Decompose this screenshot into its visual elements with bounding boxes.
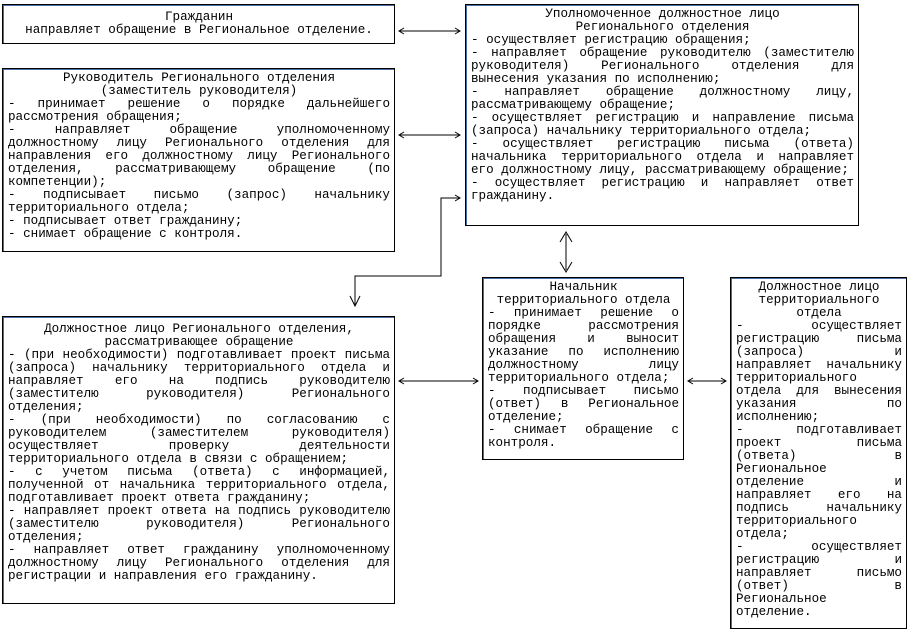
duty-item: - принимает решение о порядке рассмотрен…: [488, 306, 679, 385]
head-box: Руководитель Регионального отделения (за…: [2, 68, 395, 252]
territorial-head-duties: - принимает решение о порядке рассмотрен…: [488, 307, 679, 450]
authorized-officer-title: Уполномоченное должностное лицо Регионал…: [545, 7, 780, 34]
duty-item: - снимает обращение с контроля.: [488, 423, 679, 450]
territorial-officer-box: Должностное лицо территориального отдела…: [730, 277, 907, 629]
duty-item: - осуществляет регистрацию письма (запро…: [736, 319, 902, 424]
duty-item: - снимает обращение с контроля.: [8, 227, 243, 241]
duty-item: - осуществляет регистрацию и направляет …: [736, 540, 902, 619]
arrow-authorized-to-officer: [349, 194, 461, 308]
duty-item: - подписывает письмо (запрос) начальнику…: [8, 188, 390, 215]
reviewing-officer-duties: - (при необходимости) подготавливает про…: [8, 349, 390, 583]
duty-item: - направляет обращение должностному лицу…: [471, 85, 854, 112]
duty-item: - (при необходимости) подготавливает про…: [8, 348, 390, 414]
duty-item: - направляет ответ гражданину уполномоче…: [8, 543, 390, 583]
reviewing-officer-title: Должностное лицо Регионального отделения…: [44, 322, 354, 349]
duty-item: - с учетом письма (ответа) с информацией…: [8, 465, 390, 505]
arrow-officer-territorial-head: [398, 377, 479, 385]
duty-item: - (при необходимости) по согласованию с …: [8, 413, 390, 466]
arrow-head-authorized: [398, 131, 461, 139]
arrow-territorial-head-officer: [687, 377, 727, 385]
arrow-authorized-territorial-head: [559, 231, 573, 273]
duty-item: - осуществляет регистрацию и направление…: [471, 111, 854, 138]
territorial-head-title: Начальник территориального отдела: [496, 280, 671, 307]
citizen-box: Гражданин направляет обращение в Региона…: [2, 4, 395, 44]
duty-item: - осуществляет регистрацию письма (ответ…: [471, 137, 854, 177]
duty-item: - подписывает ответ гражданину;: [8, 214, 243, 228]
reviewing-officer-box: Должностное лицо Регионального отделения…: [2, 316, 395, 604]
duty-item: - направляет обращение уполномоченному д…: [8, 123, 390, 189]
head-duties: - принимает решение о порядке дальнейшег…: [8, 98, 390, 241]
duty-item: - осуществляет регистрацию обращения;: [471, 33, 751, 47]
territorial-officer-title: Должностное лицо территориального отдела: [758, 280, 880, 320]
authorized-officer-box: Уполномоченное должностное лицо Регионал…: [465, 4, 859, 226]
duty-item: - направляет проект ответа на подпись ру…: [8, 504, 390, 544]
duty-item: - направляет обращение руководителю (зам…: [471, 46, 854, 86]
duty-item: - принимает решение о порядке дальнейшег…: [8, 97, 390, 124]
arrow-citizen-authorized: [398, 27, 461, 35]
head-title: Руководитель Регионального отделения (за…: [62, 71, 336, 98]
territorial-officer-duties: - осуществляет регистрацию письма (запро…: [736, 320, 902, 619]
citizen-title: Гражданин направляет обращение в Региона…: [25, 10, 373, 37]
duty-item: - подготавливает проект письма (ответа) …: [736, 423, 902, 541]
territorial-head-box: Начальник территориального отдела - прин…: [482, 277, 684, 460]
duty-item: - осуществляет регистрацию и направляет …: [471, 176, 854, 203]
duty-item: - подписывает письмо (ответ) в Региональ…: [488, 384, 679, 424]
authorized-officer-duties: - осуществляет регистрацию обращения;- н…: [471, 34, 854, 203]
